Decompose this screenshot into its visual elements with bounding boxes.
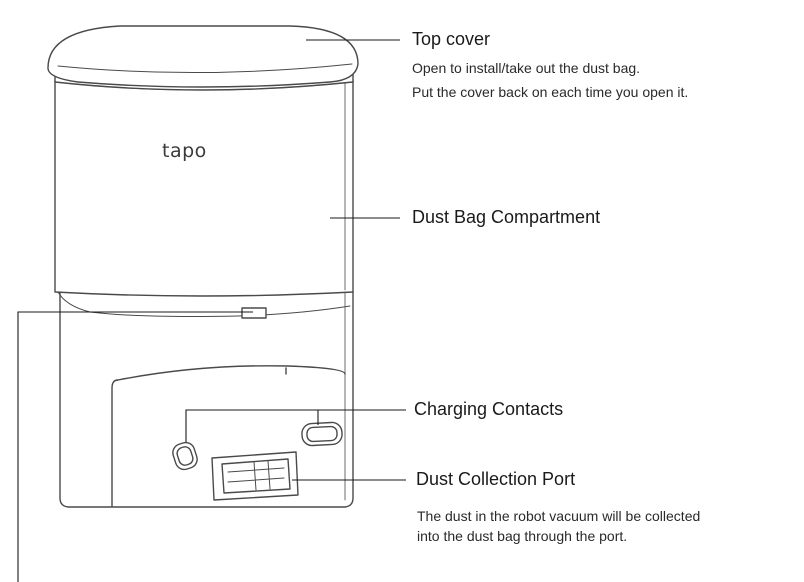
charging-contacts bbox=[172, 421, 343, 471]
charging-contact-right bbox=[301, 421, 343, 447]
desc-top-cover-line2: Put the cover back on each time you open… bbox=[412, 84, 689, 100]
label-charging-contacts: Charging Contacts bbox=[414, 399, 564, 419]
dust-bag-compartment-body bbox=[54, 79, 354, 319]
label-dust-bag-compartment: Dust Bag Compartment bbox=[412, 207, 601, 227]
label-top-cover: Top cover bbox=[412, 29, 491, 49]
desc-top-cover-line1: Open to install/take out the dust bag. bbox=[412, 60, 641, 76]
desc-dust-port-line1: The dust in the robot vacuum will be col… bbox=[417, 508, 701, 524]
leader-line-left bbox=[17, 311, 253, 582]
tapo-logo: tapo bbox=[162, 140, 207, 162]
leader-line-charging-contacts bbox=[185, 409, 406, 442]
label-dust-collection-port: Dust Collection Port bbox=[416, 469, 576, 489]
desc-dust-port-line2: into the dust bag through the port. bbox=[417, 528, 628, 544]
dust-collection-port bbox=[211, 451, 299, 501]
charging-contact-left bbox=[172, 441, 198, 471]
top-cover bbox=[47, 25, 359, 91]
dock-base bbox=[59, 291, 354, 508]
